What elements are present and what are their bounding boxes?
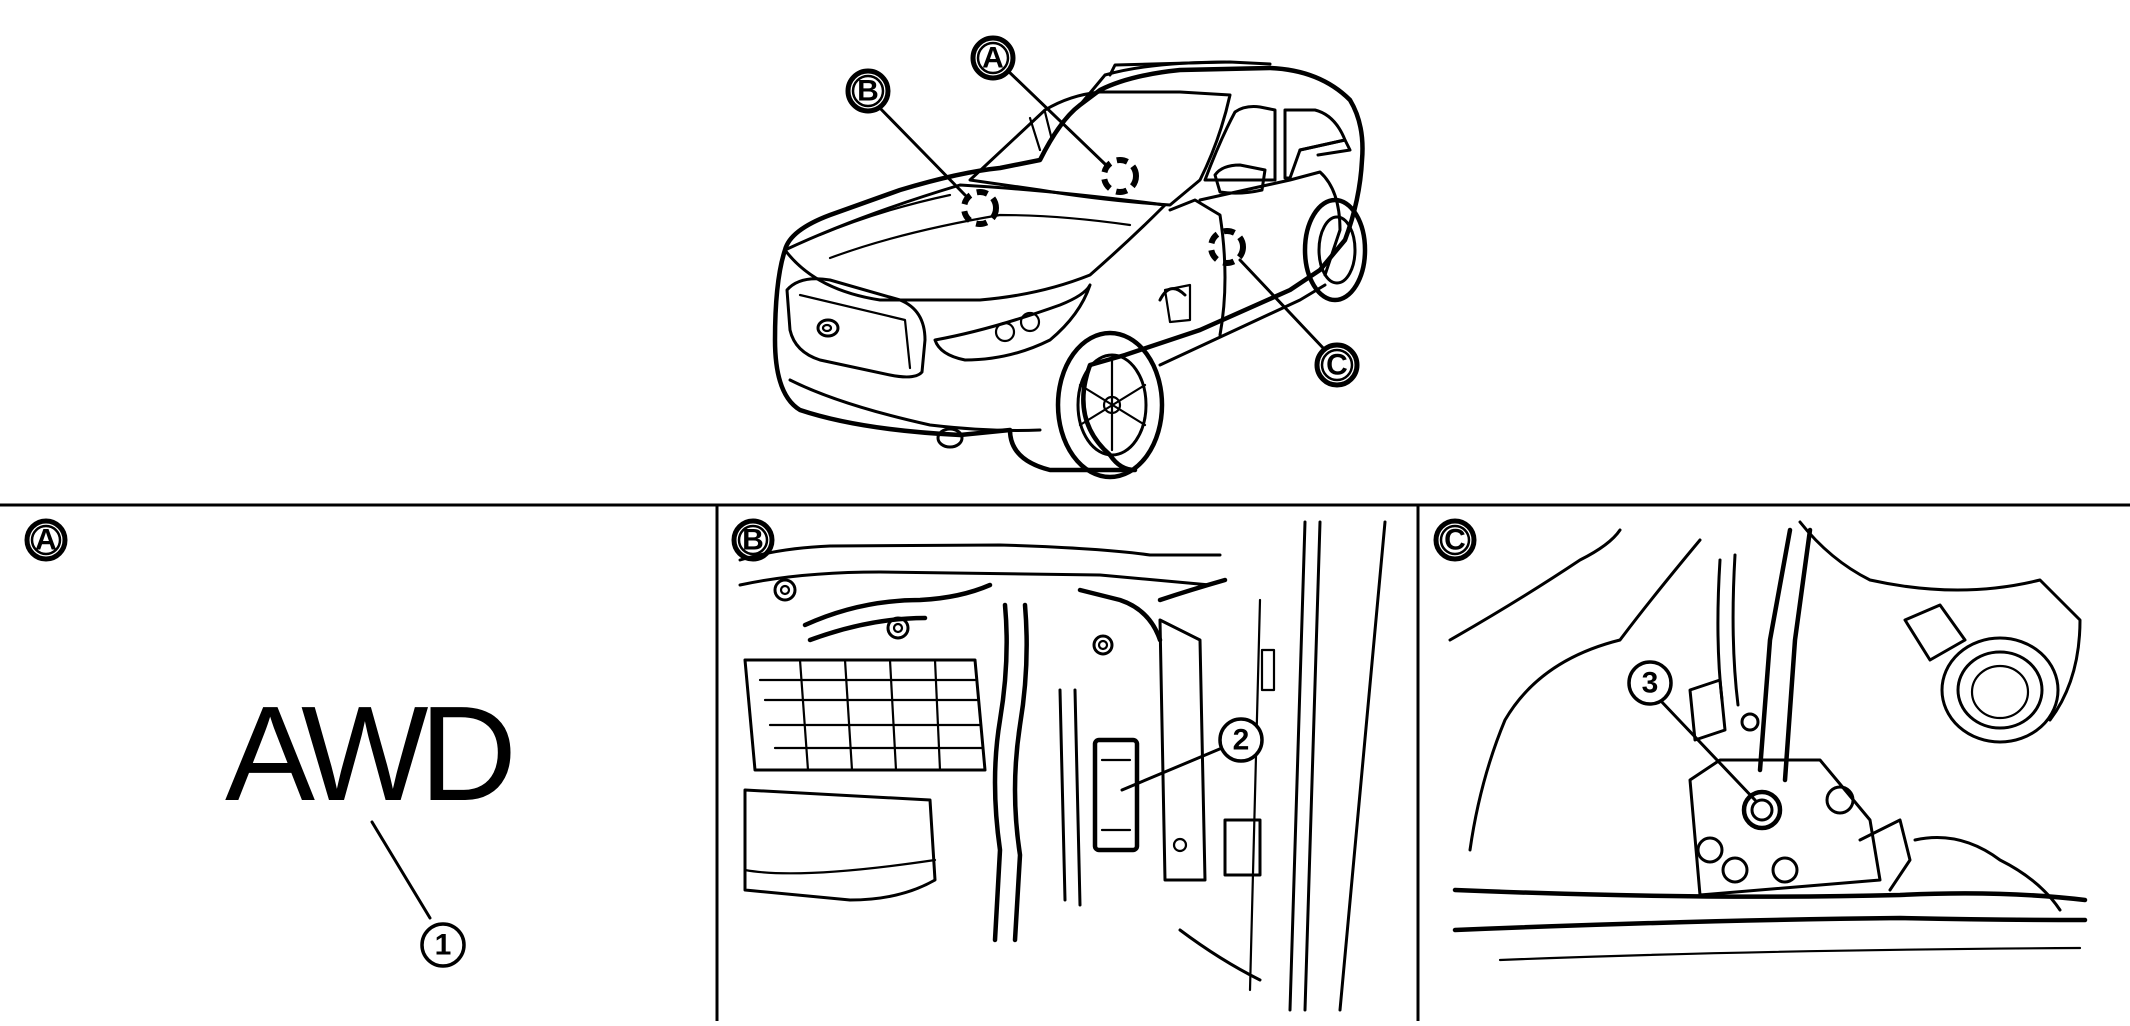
control-unit-housing bbox=[1092, 737, 1140, 853]
part-3-callout: 3 bbox=[1627, 660, 1673, 706]
part-1-leader-line bbox=[370, 820, 432, 920]
overview-callout-b-label: B bbox=[857, 75, 879, 108]
overview-callout-a: A bbox=[970, 35, 1016, 81]
svg-text:2: 2 bbox=[1233, 724, 1250, 757]
location-marker-c bbox=[1208, 228, 1246, 266]
part-2-leader-line bbox=[1120, 746, 1224, 792]
awd-emblem: AWD bbox=[225, 678, 511, 829]
panel-c-label: C bbox=[1433, 518, 1477, 562]
location-marker-b bbox=[961, 189, 999, 227]
overview-callout-a-label: A bbox=[982, 42, 1004, 75]
vehicle-overview-illustration bbox=[772, 60, 1368, 480]
sensor-body bbox=[1741, 789, 1783, 831]
panel-b: B bbox=[731, 518, 1387, 1012]
dash-interior-illustration bbox=[738, 520, 1387, 1012]
overview-leader-lines bbox=[873, 66, 1327, 352]
panel-a-label: A bbox=[24, 518, 68, 562]
location-markers bbox=[961, 157, 1246, 266]
underbody-illustration bbox=[1448, 520, 2088, 962]
panel-a: A AWD 1 bbox=[24, 518, 520, 968]
overview-callout-c: C bbox=[1314, 342, 1360, 388]
part-3-leader-line bbox=[1658, 698, 1757, 802]
part-2-callout: 2 bbox=[1218, 717, 1264, 763]
part-1-callout: 1 bbox=[420, 922, 466, 968]
location-marker-a bbox=[1101, 157, 1139, 195]
frame bbox=[0, 503, 2130, 1021]
panel-c: C bbox=[1433, 518, 2088, 962]
svg-text:3: 3 bbox=[1642, 667, 1659, 700]
overview-callout-c-label: C bbox=[1326, 349, 1348, 382]
svg-text:B: B bbox=[742, 524, 764, 557]
svg-text:1: 1 bbox=[435, 929, 452, 962]
svg-text:A: A bbox=[35, 524, 57, 557]
svg-text:C: C bbox=[1444, 524, 1466, 557]
panel-b-label: B bbox=[731, 518, 775, 562]
overview-callout-b: B bbox=[845, 68, 891, 114]
